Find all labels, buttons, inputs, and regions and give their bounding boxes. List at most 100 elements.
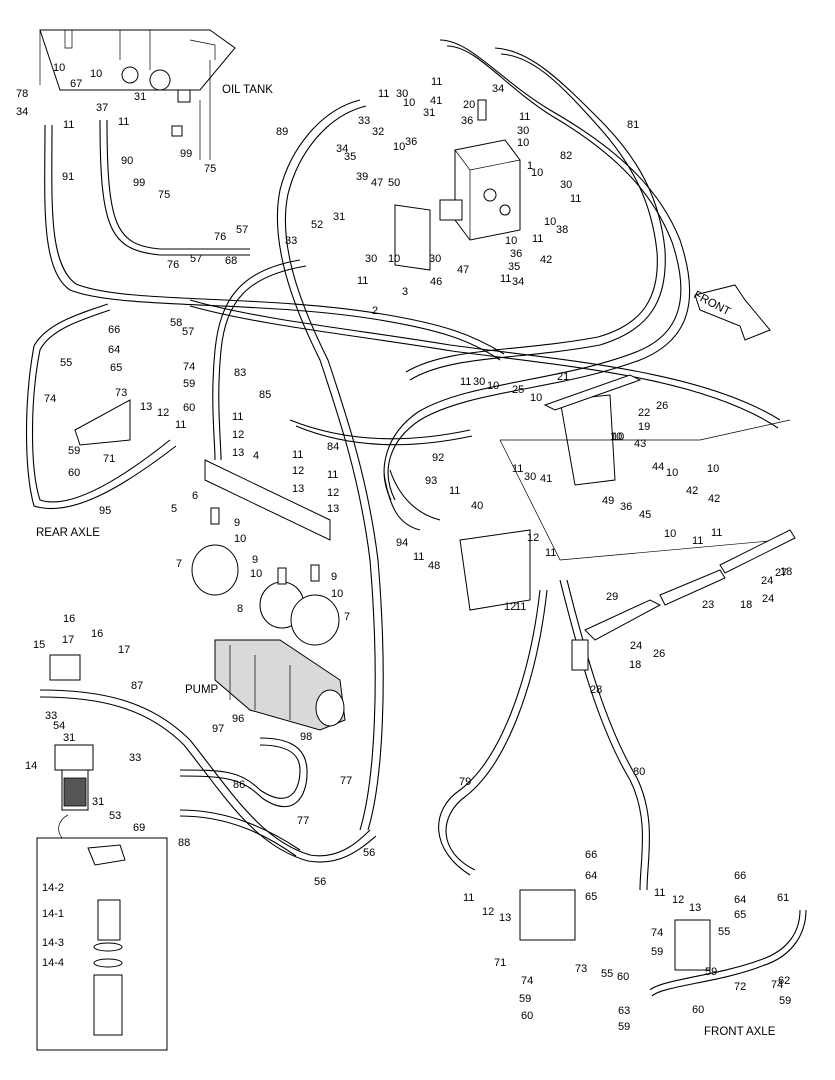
callout-54: 54 — [53, 720, 65, 732]
callout-11: 11 — [378, 88, 389, 100]
callout-11: 11 — [431, 76, 442, 88]
callout-10: 10 — [707, 463, 719, 475]
callout-46: 46 — [430, 276, 442, 288]
callout-33: 33 — [358, 115, 370, 127]
callout-63: 63 — [618, 1005, 630, 1017]
callout-81: 81 — [627, 119, 639, 131]
callout-65: 65 — [585, 891, 597, 903]
callout-34: 34 — [492, 83, 504, 95]
callout-16: 16 — [63, 613, 75, 625]
callout-14-2: 14-2 — [42, 882, 64, 894]
callout-49: 49 — [602, 495, 614, 507]
callout-84: 84 — [327, 441, 339, 453]
callout-79: 79 — [459, 776, 471, 788]
callout-59: 59 — [183, 378, 195, 390]
callout-11: 11 — [63, 119, 74, 131]
callout-10: 10 — [544, 216, 556, 228]
callout-10: 10 — [250, 568, 262, 580]
callout-33: 33 — [129, 752, 141, 764]
callout-57: 57 — [182, 326, 194, 338]
callout-66: 66 — [585, 849, 597, 861]
callout-17: 17 — [118, 644, 130, 656]
callout-71: 71 — [103, 453, 115, 465]
callout-48: 48 — [428, 560, 440, 572]
callout-56: 56 — [363, 847, 375, 859]
callout-53: 53 — [109, 810, 121, 822]
callout-11: 11 — [515, 601, 526, 613]
callout-71: 71 — [494, 957, 506, 969]
callout-16: 16 — [91, 628, 103, 640]
callout-15: 15 — [33, 639, 45, 651]
callout-34: 34 — [336, 143, 348, 155]
callout-82: 82 — [560, 150, 572, 162]
callout-88: 88 — [178, 837, 190, 849]
callout-12: 12 — [527, 532, 539, 544]
callout-59: 59 — [705, 966, 717, 978]
rear-axle-title: REAR AXLE — [36, 527, 100, 539]
callout-11: 11 — [413, 551, 424, 563]
callout-34: 34 — [16, 106, 28, 118]
callout-58: 58 — [170, 317, 182, 329]
callout-22: 22 — [638, 407, 650, 419]
callout-97: 97 — [212, 723, 224, 735]
callout-61: 61 — [777, 892, 789, 904]
callout-8: 8 — [237, 603, 243, 615]
callout-68: 68 — [225, 255, 237, 267]
callout-30: 30 — [429, 253, 441, 265]
callout-57: 57 — [190, 253, 202, 265]
callout-60: 60 — [183, 402, 195, 414]
callout-40: 40 — [471, 500, 483, 512]
callout-11: 11 — [292, 449, 303, 461]
callout-31: 31 — [134, 91, 146, 103]
accumulators — [191, 507, 340, 646]
callout-13: 13 — [140, 401, 152, 413]
callout-75: 75 — [158, 189, 170, 201]
callout-85: 85 — [259, 389, 271, 401]
callout-11: 11 — [519, 111, 530, 123]
callout-25: 25 — [512, 384, 524, 396]
callout-11: 11 — [449, 485, 460, 497]
callout-4: 4 — [253, 450, 259, 462]
callout-99: 99 — [133, 177, 145, 189]
callout-12: 12 — [482, 906, 494, 918]
callout-14-4: 14-4 — [42, 957, 64, 969]
callout-10: 10 — [517, 137, 529, 149]
callout-11: 11 — [500, 273, 511, 285]
callout-90: 90 — [121, 155, 133, 167]
pump — [214, 639, 346, 731]
callout-30: 30 — [365, 253, 377, 265]
callout-55: 55 — [601, 968, 613, 980]
callout-67: 67 — [70, 78, 82, 90]
callout-95: 95 — [99, 505, 111, 517]
callout-73: 73 — [575, 963, 587, 975]
callout-99: 99 — [180, 148, 192, 160]
front-axle-title: FRONT AXLE — [704, 1026, 776, 1038]
callout-3: 3 — [402, 286, 408, 298]
callout-11: 11 — [570, 193, 581, 205]
callout-10: 10 — [610, 431, 622, 443]
callout-65: 65 — [110, 362, 122, 374]
callout-30: 30 — [473, 376, 485, 388]
oil-tank — [39, 29, 236, 160]
callout-11: 11 — [532, 233, 543, 245]
callout-26: 26 — [656, 400, 668, 412]
callout-10: 10 — [612, 431, 624, 443]
callout-30: 30 — [396, 88, 408, 100]
callout-60: 60 — [692, 1004, 704, 1016]
callout-27: 27 — [775, 567, 787, 579]
callout-74: 74 — [651, 927, 663, 939]
callout-74: 74 — [521, 975, 533, 987]
callout-66: 66 — [108, 324, 120, 336]
callout-9: 9 — [234, 517, 240, 529]
callout-24: 24 — [630, 640, 642, 652]
callout-45: 45 — [639, 509, 651, 521]
callout-60: 60 — [68, 467, 80, 479]
callout-13: 13 — [292, 483, 304, 495]
callout-2: 2 — [372, 305, 378, 317]
callout-64: 64 — [108, 344, 120, 356]
callout-10: 10 — [388, 253, 400, 265]
callout-39: 39 — [356, 171, 368, 183]
callout-23: 23 — [702, 599, 714, 611]
callout-86: 86 — [233, 779, 245, 791]
callout-35: 35 — [344, 151, 356, 163]
